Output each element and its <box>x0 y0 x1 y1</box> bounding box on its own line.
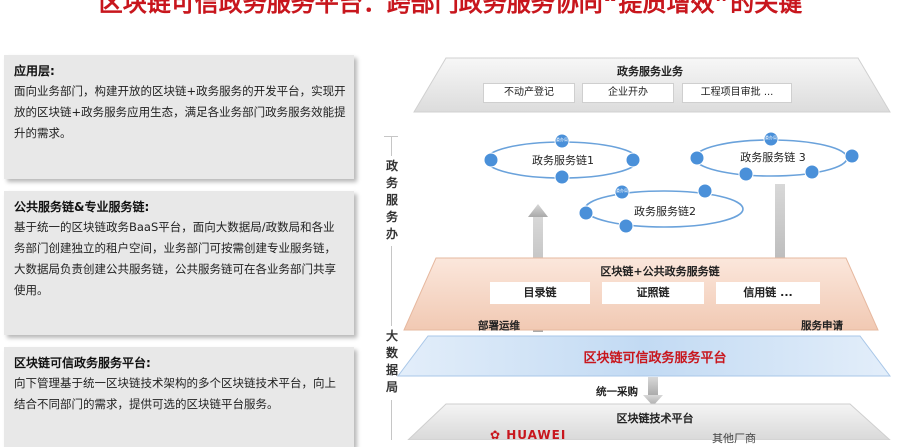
node-chain1-left <box>483 152 499 168</box>
panel-body: 向下管理基于统一区块链技术架构的多个区块链技术平台，向上结合不同部门的需求，提供… <box>14 376 336 411</box>
node-chain3-top <box>763 131 779 147</box>
side-char: 据 <box>385 363 398 377</box>
side-char: 局 <box>385 380 398 394</box>
chain-1-label: 政务服务链1 <box>532 154 594 167</box>
business-item-real-estate: 不动产登记 <box>483 83 575 103</box>
bracket-line <box>391 136 392 156</box>
side-char: 政 <box>385 159 398 173</box>
public-item-credit-chain: 信用链 ... <box>716 282 820 304</box>
public-item-catalog-chain: 目录链 <box>490 282 590 304</box>
arrow-label-unified-procurement: 统一采购 <box>596 386 638 398</box>
node-chain2-bottom <box>618 218 634 234</box>
tech-layer-plane <box>407 403 891 440</box>
down-arrow-procure <box>643 377 663 406</box>
platform-layer-title: 区块链可信政务服务平台 <box>583 351 727 366</box>
node-tag: 委办局 <box>616 188 628 193</box>
business-item-company-setup: 企业开办 <box>582 83 674 103</box>
bracket-line <box>391 400 392 440</box>
panel-service-chains: 公共服务链&专业服务链: 基于统一的区块链政务BaaS平台，面向大数据局/政数局… <box>4 191 354 335</box>
node-chain3-bottom <box>738 166 754 182</box>
chain-3-label: 政务服务链 3 <box>740 151 806 164</box>
side-char: 务 <box>385 210 398 224</box>
other-vendors-label: 其他厂商 <box>712 432 756 445</box>
node-chain2-top-right <box>697 183 713 199</box>
huawei-flower-icon: ✿ <box>490 428 502 442</box>
tech-layer-title: 区块链技术平台 <box>616 412 694 425</box>
page-title: 区块链可信政务服务平台：跨部门政务服务协同“提质增效”的关键 <box>98 0 803 17</box>
bracket-line <box>391 246 392 326</box>
arrow-label-service-request: 服务申请 <box>801 320 843 332</box>
panel-title: 应用层: <box>14 64 55 78</box>
panel-application-layer: 应用层: 面向业务部门，构建开放的区块链+政务服务的开发平台，实现开放的区块链+… <box>4 55 354 179</box>
arrow-label-deploy-ops: 部署运维 <box>478 320 520 332</box>
node-tag: 委办局 <box>556 137 568 142</box>
side-label-government-office: 政 务 服 务 办 <box>385 158 399 243</box>
business-item-project-approval: 工程项目审批 ... <box>682 83 792 103</box>
panel-body: 面向业务部门，构建开放的区块链+政务服务的开发平台，实现开放的区块链+政务服务应… <box>14 84 346 140</box>
panel-platform: 区块链可信政务服务平台: 向下管理基于统一区块链技术架构的多个区块链技术平台，向… <box>4 347 354 447</box>
node-tag: 委办局 <box>765 135 777 140</box>
chain-2-label: 政务服务链2 <box>634 205 696 218</box>
public-layer-title: 区块链+公共政务服务链 <box>600 265 720 278</box>
side-char: 服 <box>385 193 398 207</box>
side-char: 办 <box>385 227 398 241</box>
node-chain2-top-left <box>614 184 630 200</box>
node-chain1-right <box>625 152 641 168</box>
node-chain1-top <box>554 133 570 149</box>
side-char: 大 <box>385 329 398 343</box>
node-chain1-bottom <box>554 169 570 185</box>
node-chain3-left <box>689 150 705 166</box>
platform-layer-plane <box>397 335 891 377</box>
side-char: 数 <box>385 346 398 360</box>
side-label-big-data-bureau: 大 数 据 局 <box>385 328 399 396</box>
panel-title: 区块链可信政务服务平台: <box>14 356 151 370</box>
business-layer-title: 政务服务业务 <box>617 65 683 78</box>
side-char: 务 <box>385 176 398 190</box>
panel-body: 基于统一的区块链政务BaaS平台，面向大数据局/政数局和各业务部门创建独立的租户… <box>14 220 336 297</box>
huawei-logo: ✿ HUAWEI <box>490 428 566 442</box>
node-chain3-right <box>844 148 860 164</box>
vendor-name: HUAWEI <box>506 428 567 442</box>
node-chain3-bottom-right <box>804 164 820 180</box>
node-chain2-left <box>578 205 594 221</box>
panel-title: 公共服务链&专业服务链: <box>14 200 150 214</box>
public-item-license-chain: 证照链 <box>602 282 704 304</box>
